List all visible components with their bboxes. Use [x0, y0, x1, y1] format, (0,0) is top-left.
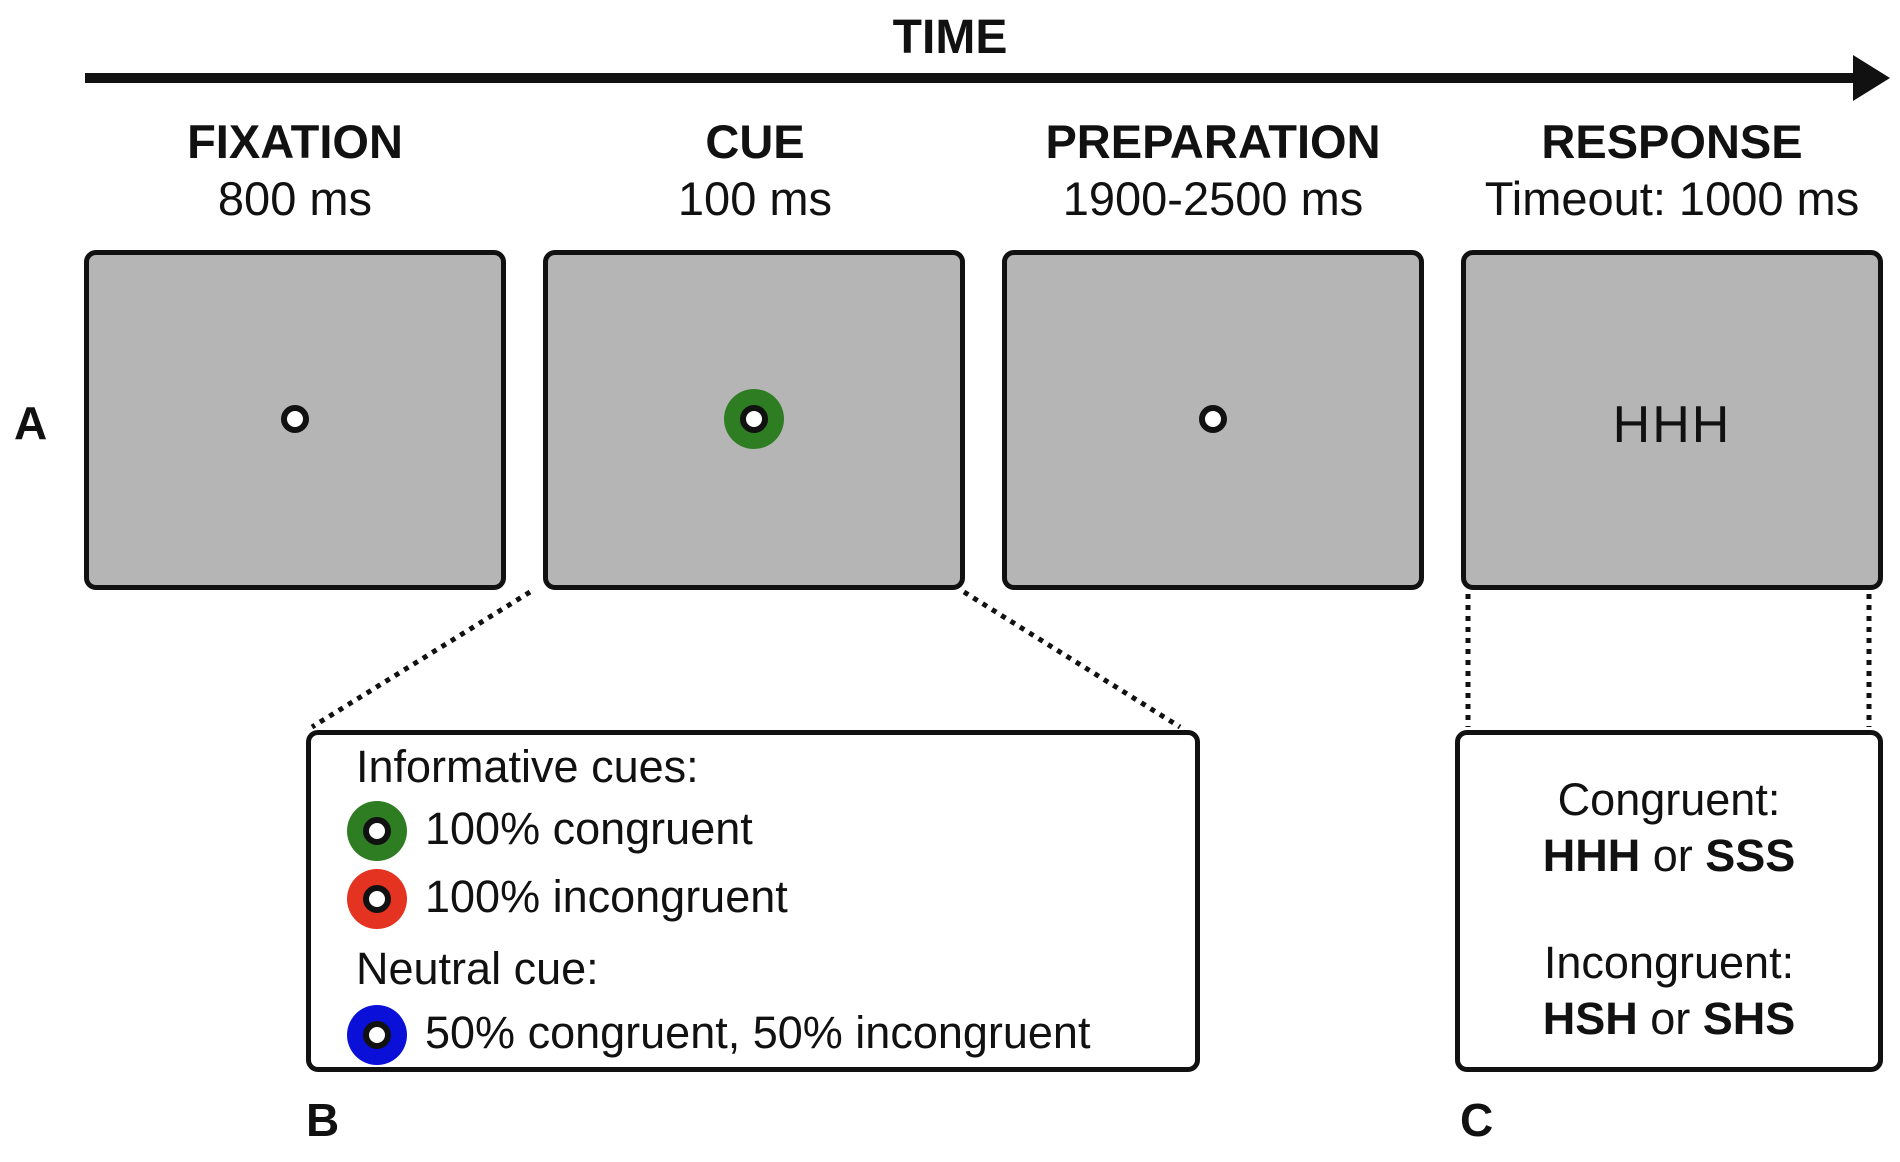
congruent-example-hhh: HHH [1542, 830, 1641, 881]
incongruent-examples: HSH or SHS [1460, 991, 1878, 1047]
legend-item-congruent: 100% congruent [425, 803, 753, 854]
cue-center-dot-icon [363, 1021, 391, 1049]
informative-cues-heading: Informative cues: [356, 741, 699, 792]
fixation-dot-icon [1199, 405, 1227, 433]
cue-legend-box: Informative cues: 100% congruent 100% in… [306, 730, 1200, 1072]
cue-center-dot-icon [363, 817, 391, 845]
panel-label-b: B [306, 1094, 340, 1146]
zoom-connector-left [310, 589, 532, 730]
legend-item-incongruent: 100% incongruent [425, 871, 788, 922]
cue-center-dot-icon [363, 885, 391, 913]
congruent-examples: HHH or SSS [1460, 828, 1878, 884]
congruent-example-sss: SSS [1705, 830, 1796, 881]
time-arrow-head [1853, 55, 1890, 101]
stage-duration-cue: 100 ms [677, 172, 833, 225]
stage-duration-fixation: 800 ms [217, 172, 373, 225]
green-cue-icon [347, 801, 407, 861]
stage-title-preparation: PREPARATION [1045, 115, 1381, 168]
stage-duration-response: Timeout: 1000 ms [1484, 172, 1860, 225]
green-cue-icon [724, 389, 784, 449]
time-label: TIME [892, 11, 1008, 64]
screen-response: HHH [1461, 250, 1883, 590]
stage-title-cue: CUE [705, 115, 805, 168]
legend-item-neutral: 50% congruent, 50% incongruent [425, 1007, 1091, 1058]
neutral-cue-heading: Neutral cue: [356, 943, 599, 994]
red-cue-icon [347, 869, 407, 929]
congruent-or: or [1652, 830, 1693, 881]
screen-preparation [1002, 250, 1424, 590]
stage-title-fixation: FIXATION [187, 115, 403, 168]
congruent-heading: Congruent: [1557, 774, 1781, 825]
stimulus-text: HHH [1612, 396, 1732, 454]
stage-duration-preparation: 1900-2500 ms [1062, 172, 1364, 225]
panel-label-c: C [1460, 1094, 1494, 1146]
fixation-dot-icon [281, 405, 309, 433]
blue-cue-icon [347, 1005, 407, 1065]
zoom-connector-right [962, 589, 1182, 730]
cue-center-dot-icon [740, 405, 768, 433]
incongruent-or: or [1650, 993, 1691, 1044]
incongruent-example-hsh: HSH [1542, 993, 1638, 1044]
panel-label-a: A [14, 397, 48, 449]
screen-fixation [84, 250, 506, 590]
incongruent-example-shs: SHS [1702, 993, 1796, 1044]
incongruent-heading: Incongruent: [1543, 937, 1795, 988]
response-legend-box: Congruent: HHH or SSS Incongruent: HSH o… [1455, 730, 1883, 1072]
stage-title-response: RESPONSE [1541, 115, 1803, 168]
screen-cue [543, 250, 965, 590]
